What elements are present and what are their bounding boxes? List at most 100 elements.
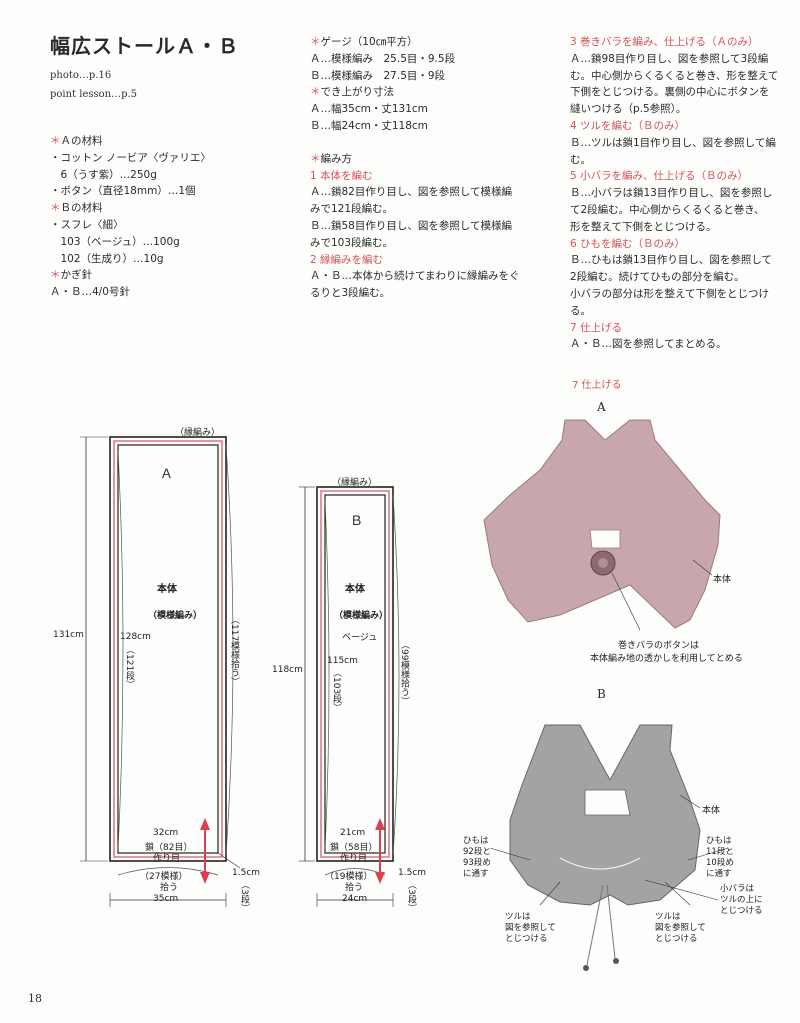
step5-line: 形を整えて下側をとじつける。 [570, 220, 717, 233]
diagram-b-chain: 鎖（58目） [330, 843, 378, 853]
step1-line: Ｂ…鎖58目作り目し、図を参照して模様編 [310, 219, 513, 232]
diagram-a-bottom-pick-2: 拾う [160, 883, 179, 893]
finish-a-label: A [597, 400, 606, 414]
step3-title: 3 巻きバラを編み、仕上げる（Ａのみ） [570, 36, 759, 48]
finish-b-tsuru-right-note: ツルは 図を参照して とじつける [655, 912, 706, 944]
materials-b-item: 103（ベージュ）…100g [50, 235, 180, 248]
diagram-b-height-inner: 115cm [327, 656, 358, 666]
finished-line: Ｂ…幅24cm・丈118cm [310, 119, 428, 132]
materials-a-item: 6（うす紫）…250g [50, 168, 157, 181]
finish-b-right-note: ひもは 11段と 10段め に通す [706, 836, 734, 879]
finished-line: Ａ…幅35cm・丈131cm [310, 103, 428, 116]
page-title: 幅広ストールＡ・Ｂ [50, 34, 239, 58]
gauge-section: ＊ゲージ（10㎝平方） Ａ…模様編み 25.5目・9.5段 Ｂ…模様編み 27.… [310, 34, 519, 302]
page-number: 18 [28, 992, 42, 1005]
hook-heading: かぎ針 [60, 269, 93, 282]
step6-line: Ｂ…ひもは鎖13目作り目し、図を参照して [570, 254, 773, 267]
finish-b-tsuru-left-note: ツルは 図を参照して とじつける [505, 912, 556, 944]
step4-line: Ｂ…ツルは鎖1目作り目し、図を参照して編 [570, 136, 776, 149]
diagram-a-chain: 鎖（82目） [145, 843, 193, 853]
gauge-heading: ゲージ（10㎝平方） [320, 36, 418, 48]
diagram-a-edge-width: 1.5cm [232, 868, 261, 878]
step5-line: て2段編む。中心側からくるくると巻き、 [570, 203, 765, 216]
step3-line: 下側をとじつける。裏側の中心にボタンを [570, 86, 770, 99]
hook-value: Ａ・Ｂ…4/0号針 [50, 286, 130, 299]
step1-line: みで103段編む。 [310, 236, 394, 249]
diagram-b-body-label: 本体 [345, 584, 365, 595]
materials-b-item: 102（生成り）…10g [50, 252, 164, 265]
finish-b-label: B [597, 687, 606, 701]
diagram-b-letter: Ｂ [350, 514, 364, 529]
diagram-a-rows: （121段） [124, 645, 134, 690]
diagram-a-height-inner: 128cm [120, 632, 151, 642]
diagram-a-edge-label: （縁編み） [175, 428, 221, 438]
diagram-b-chain-start: 作り目 [340, 854, 368, 864]
gauge-line: Ｂ…模様編み 27.5目・9段 [310, 69, 446, 82]
step4-line: む。 [570, 153, 591, 166]
finish-b-body: 本体 [702, 806, 721, 816]
diagram-b-height-total: 118cm [272, 665, 303, 675]
finish-b-left-note: ひもは 92段と 93段め に通す [463, 836, 491, 879]
step4-title: 4 ツルを編む（Ｂのみ） [570, 119, 686, 132]
finish-b-rose-note: 小バラは ツルの上に とじつける [720, 884, 763, 916]
step7-line: Ａ・Ｂ…図を参照してまとめる。 [570, 338, 727, 351]
diagram-b-side-pick: （99模様拾う） [399, 640, 409, 706]
diagram-b-color: ベージュ [342, 633, 378, 643]
materials-section: ＊Ａの材料 ・コットン ノービア〈ヴァリエ〉 6（うす紫）…250g ・ボタン（… [50, 133, 211, 301]
gauge-line: Ａ…模様編み 25.5目・9.5段 [310, 52, 456, 65]
shawl-a-illustration [483, 419, 721, 629]
finish-a-note-1: 巻きバラのボタンは [618, 641, 700, 651]
step6-line: 小バラの部分は形を整えて下側をとじつけ [570, 287, 769, 300]
step1-line: Ａ…鎖82目作り目し、図を参照して模様編 [310, 186, 513, 199]
materials-a-item: ・ボタン（直径18mm）…1個 [50, 185, 196, 198]
step5-title: 5 小バラを編み、仕上げる（Ｂのみ） [570, 170, 749, 183]
diagram-b-bottom-pick-2: 拾う [345, 883, 364, 893]
diagram-a-inner-frame [117, 444, 219, 854]
diagram-a-letter: Ａ [160, 467, 174, 482]
finished-heading: でき上がり寸法 [320, 86, 395, 99]
materials-b-heading: Ｂの材料 [60, 202, 103, 215]
diagram-a-height-total: 131cm [53, 630, 84, 640]
diagram-b-edge-label: （縁編み） [332, 478, 378, 488]
materials-b-item: ・スフレ〈細〉 [50, 218, 124, 231]
step3-line: 縫いつける（p.5参照）。 [570, 103, 687, 116]
step1-title: 1 本体を編む [310, 169, 373, 182]
step7-title: 7 仕上げる [570, 321, 623, 334]
steps-right-section: 3 巻きバラを編み、仕上げる（Ａのみ） Ａ…鎖98目作り目し、図を参照して3段編… [570, 34, 778, 353]
step2-line: Ａ・Ｂ…本体から続けてまわりに縁編みをぐ [310, 270, 520, 283]
diagram-a-bottom-width: 32cm [153, 828, 179, 838]
step6-line: 2段編む。続けてひもの部分を編む。 [570, 271, 745, 284]
diagram-a-pink-frame [113, 440, 223, 858]
step1-line: みで121段編む。 [310, 203, 394, 216]
diagram-b-inner-frame [324, 494, 386, 854]
diagram-b-rows: （103段） [331, 668, 341, 713]
diagram-a-bottom-pick: （27模様） [140, 872, 188, 882]
finish-heading: 7 仕上げる [572, 380, 622, 391]
diagram-b-bottom-width: 21cm [340, 828, 366, 838]
diagram-a-edge-rows: （3段） [239, 880, 249, 913]
finish-a-note-2: 本体編み地の透かしを利用してとめる [590, 654, 743, 664]
diagram-b-pink-frame [320, 490, 390, 858]
materials-a-heading: Ａの材料 [60, 135, 103, 147]
step2-title: 2 縁編みを編む [310, 253, 384, 266]
diagram-b-width-total: 24cm [342, 894, 368, 904]
diagram-a-side-pick: （117模様拾う） [229, 615, 239, 687]
diagram-a-width-total: 35cm [153, 894, 179, 904]
step6-title: 6 ひもを編む（Ｂのみ） [570, 237, 686, 250]
step3-line: Ａ…鎖98目作り目し、図を参照して3段編 [570, 52, 769, 65]
diagram-a-body-label: 本体 [157, 584, 177, 595]
diagram-b-edge-rows: （3段） [406, 880, 416, 913]
materials-a-item: ・コットン ノービア〈ヴァリエ〉 [50, 151, 211, 164]
diagram-b-pattern-label: （模様編み） [334, 611, 389, 621]
step3-line: む。中心側からくるくると巻き、形を整えて [570, 69, 779, 82]
diagram-a-chain-start: 作り目 [153, 854, 181, 864]
point-lesson-ref: point lesson…p.5 [50, 89, 138, 100]
method-heading: 編み方 [320, 152, 353, 165]
finish-a-body: 本体 [713, 575, 732, 585]
photo-ref: photo…p.16 [50, 70, 112, 81]
diagram-b-outer-frame [316, 486, 394, 862]
diagram-a-pattern-label: （模様編み） [148, 611, 203, 621]
step6-line: る。 [570, 304, 591, 317]
diagram-a-outer-frame [109, 436, 227, 862]
